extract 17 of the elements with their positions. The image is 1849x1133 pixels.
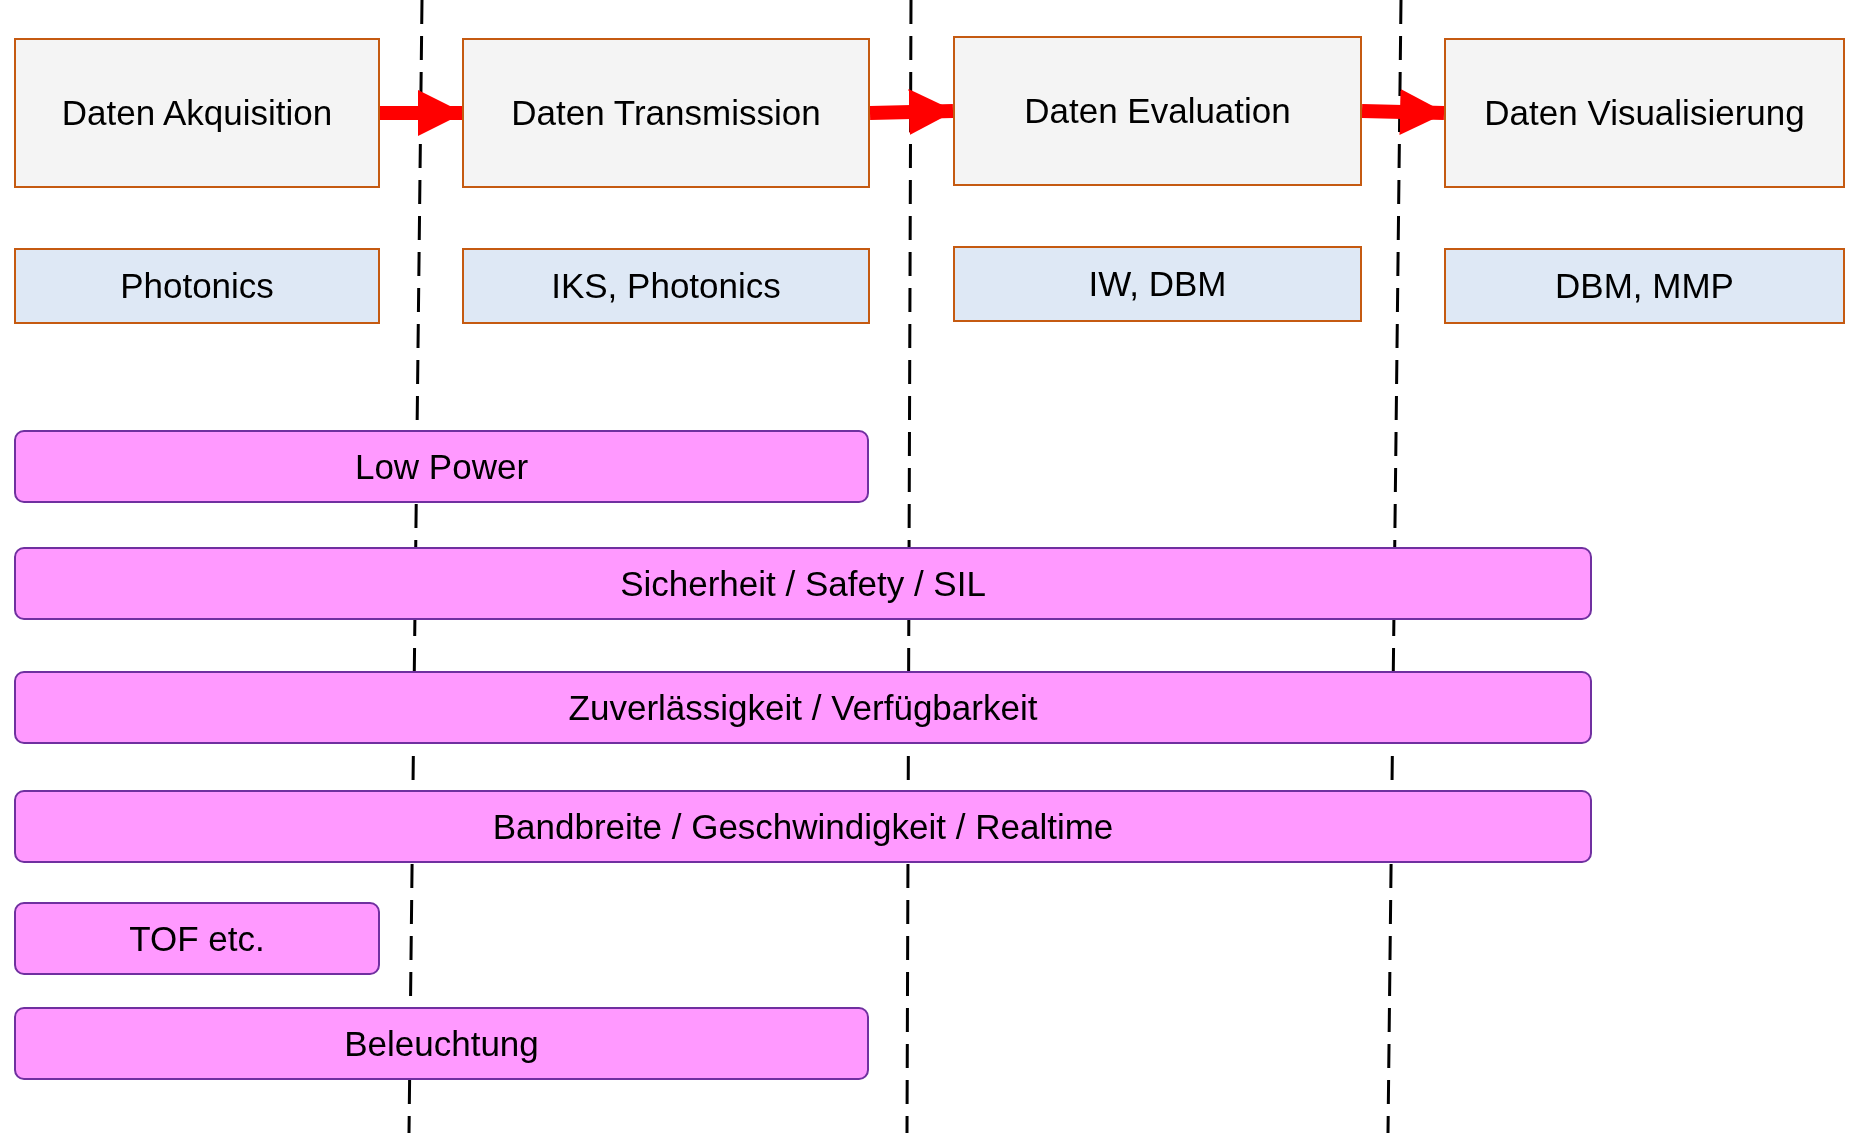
- process-box: Daten Evaluation: [953, 36, 1362, 186]
- group-box: IW, DBM: [953, 246, 1362, 322]
- group-box: Photonics: [14, 248, 380, 324]
- process-box: Daten Akquisition: [14, 38, 380, 188]
- process-box: Daten Transmission: [462, 38, 870, 188]
- arrow: [1361, 88, 1446, 135]
- group-box: IKS, Photonics: [462, 248, 870, 324]
- requirement-bar: TOF etc.: [14, 902, 380, 975]
- arrow: [380, 90, 464, 136]
- requirement-bar: Sicherheit / Safety / SIL: [14, 547, 1592, 620]
- arrow: [869, 89, 955, 136]
- requirement-bar: Zuverlässigkeit / Verfügbarkeit: [14, 671, 1592, 744]
- requirement-bar: Low Power: [14, 430, 869, 503]
- requirement-bar: Bandbreite / Geschwindigkeit / Realtime: [14, 790, 1592, 863]
- group-box: DBM, MMP: [1444, 248, 1845, 324]
- requirement-bar: Beleuchtung: [14, 1007, 869, 1080]
- process-box: Daten Visualisierung: [1444, 38, 1845, 188]
